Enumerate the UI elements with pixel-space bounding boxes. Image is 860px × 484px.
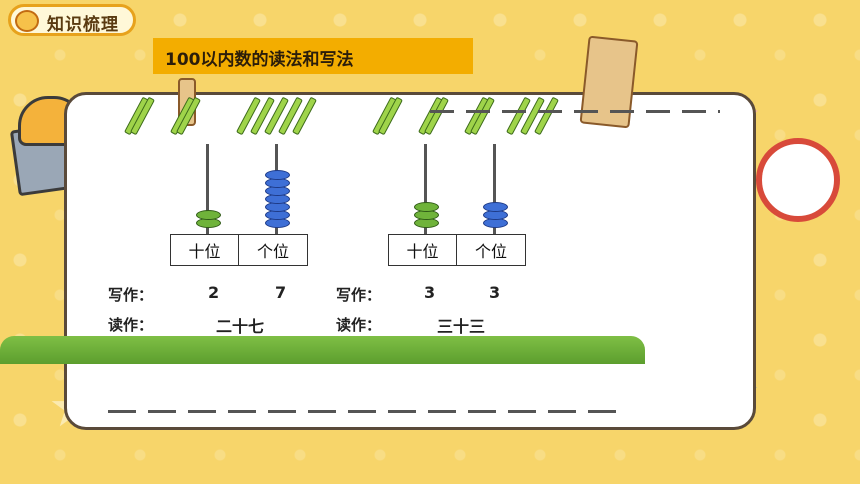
tens-place-cell: 十位 xyxy=(169,234,240,266)
abacus-rod-ones xyxy=(493,144,496,234)
grass-strip xyxy=(0,336,645,364)
wooden-clip xyxy=(579,35,639,129)
place-value-table-left: 十位 个位 xyxy=(169,234,308,266)
write-tens-right: 3 xyxy=(424,283,436,302)
page-title: 知识梳理 xyxy=(47,15,119,35)
tens-place-cell: 十位 xyxy=(387,234,458,266)
abacus-bead-tens xyxy=(196,210,221,220)
abacus-bead-ones xyxy=(265,170,290,180)
ones-place-cell: 个位 xyxy=(456,234,526,266)
topic-banner: 100以内数的读法和写法 xyxy=(153,38,473,74)
write-ones-right: 3 xyxy=(489,283,501,302)
abacus-bead-ones xyxy=(483,202,508,212)
read-label-right: 读作： xyxy=(336,316,382,334)
read-value-right: 三十三 xyxy=(437,317,486,336)
ones-place-cell: 个位 xyxy=(238,234,308,266)
abacus-rod-tens xyxy=(206,144,209,234)
clock-icon xyxy=(756,138,840,222)
place-value-table-right: 十位 个位 xyxy=(387,234,526,266)
abacus-bead-tens xyxy=(414,202,439,212)
write-ones-left: 7 xyxy=(275,283,287,302)
chick-icon xyxy=(15,10,39,32)
write-label-right: 写作： xyxy=(336,286,382,304)
read-label-left: 读作： xyxy=(108,316,154,334)
header-banner: 知识梳理 xyxy=(8,4,136,36)
read-value-left: 二十七 xyxy=(216,317,265,336)
abacus-rod-tens xyxy=(424,144,427,234)
write-tens-left: 2 xyxy=(208,283,220,302)
topic-title: 100以内数的读法和写法 xyxy=(165,50,354,70)
write-label-left: 写作： xyxy=(108,286,154,304)
dash-divider xyxy=(430,110,720,113)
dash-divider xyxy=(108,410,628,413)
